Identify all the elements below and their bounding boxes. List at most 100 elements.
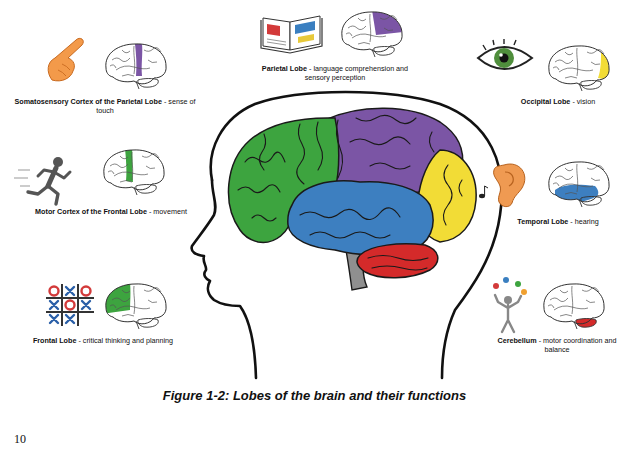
brain-gyri-part — [316, 122, 322, 170]
brain-thumbnail-part — [106, 284, 166, 329]
book-icon-part — [263, 18, 290, 50]
brain-thumbnail-part — [544, 284, 604, 329]
brain-gyri-part — [429, 132, 434, 152]
ear-icon-part — [505, 172, 513, 186]
tic-tac-toe-icon-part — [50, 287, 90, 323]
tic-tac-toe-icon-part — [66, 301, 75, 310]
eye-icon-part — [478, 47, 532, 69]
function-text: - movement — [149, 207, 187, 216]
brain-gyri-part — [310, 232, 390, 238]
function-text: - critical thinking and planning — [78, 336, 173, 345]
eye-icon-part — [483, 39, 516, 50]
hand-icon-part — [48, 38, 83, 81]
function-text: - language comprehension and sensory per… — [305, 64, 409, 82]
brain-gyri-part — [370, 163, 410, 169]
juggler-icon — [493, 277, 527, 332]
figure-caption-box: Figure 1-2: Lobes of the brain and their… — [0, 388, 629, 403]
lobe-name: Temporal Lobe — [517, 217, 568, 226]
lobe-name: Cerebellum — [497, 336, 536, 345]
cerebellum — [357, 244, 438, 278]
brain-gyri-part — [300, 208, 400, 220]
page-number-box: 10 — [14, 432, 26, 447]
brain-thumbnail-part — [549, 46, 609, 91]
runner-icon-part — [38, 170, 70, 178]
brain-thumbnail — [544, 284, 604, 329]
brain-gyri — [238, 115, 462, 270]
figure-caption: Figure 1-2: Lobes of the brain and their… — [163, 388, 466, 403]
icon-caption: Frontal Lobe- critical thinking and plan… — [32, 336, 174, 345]
juggler-icon-part — [493, 283, 499, 289]
icon-caption: Somatosensory Cortex of the Parietal Lob… — [5, 97, 205, 115]
icon-caption: Cerebellum- motor coordination and balan… — [484, 336, 629, 354]
head-silhouette-part — [211, 92, 502, 378]
brain-gyri-part — [259, 134, 265, 170]
juggler-icon-part — [515, 281, 521, 287]
icon-caption: Occipital Lobe- vision — [492, 97, 624, 106]
tic-tac-toe-icon-part — [46, 284, 94, 326]
brain-thumbnail — [549, 162, 609, 207]
brain-gyri-part — [238, 185, 280, 193]
hand-icon — [48, 38, 83, 81]
lobe-name: Somatosensory Cortex of the Parietal Lob… — [15, 97, 162, 106]
brain-gyri-part — [443, 165, 452, 225]
brain-thumbnail — [549, 46, 611, 91]
function-text: - vision — [572, 97, 595, 106]
tic-tac-toe-icon-part — [50, 287, 59, 296]
eye-icon-part — [494, 48, 514, 68]
eye-icon-part — [500, 54, 509, 63]
runner-icon-part — [53, 157, 63, 167]
icon-caption: Motor Cortex of the Frontal Lobe- moveme… — [20, 207, 202, 216]
eye-icon — [478, 39, 532, 69]
brain-gyri-part — [372, 266, 427, 270]
book-icon — [261, 16, 322, 53]
brain-gyri-part — [356, 115, 416, 123]
lobe-name: Frontal Lobe — [33, 336, 77, 345]
runner-icon-part — [14, 170, 30, 186]
brain-thumbnail — [106, 44, 166, 89]
lobe-name: Parietal Lobe — [262, 64, 307, 73]
brain-gyri-part — [459, 180, 462, 196]
brain-thumbnail-part — [104, 150, 164, 195]
lobe-name: Occipital Lobe — [521, 97, 571, 106]
brain-thumbnail-part — [135, 44, 142, 76]
brain-thumbnail-part — [342, 12, 402, 57]
runner-icon — [14, 157, 70, 204]
head-silhouette — [192, 92, 502, 378]
book-icon-part — [295, 21, 315, 34]
brain-thumbnail-part — [106, 44, 166, 89]
brain-thumbnail — [102, 282, 166, 329]
ear-icon-part — [485, 186, 488, 196]
brain-thumbnail — [104, 148, 164, 195]
brain-gyri-part — [350, 137, 410, 145]
book-icon-part — [298, 34, 314, 43]
ear-icon — [479, 164, 525, 207]
runner-icon-part — [28, 186, 58, 204]
brain-thumbnail-part — [549, 162, 609, 207]
icon-caption: Temporal Lobe- hearing — [492, 217, 624, 226]
juggler-icon-part — [503, 277, 509, 283]
function-text: - hearing — [570, 217, 598, 226]
function-text: - motor coordination and balance — [539, 336, 617, 354]
brain-gyri-part — [297, 124, 305, 184]
eye-icon-part — [499, 53, 503, 57]
book-icon-part — [290, 16, 320, 50]
juggler-icon-part — [495, 295, 521, 332]
book-icon-part — [267, 39, 286, 45]
lobe-name: Motor Cortex of the Frontal Lobe — [35, 207, 147, 216]
brain-gyri-part — [252, 215, 276, 221]
juggler-icon-part — [504, 296, 512, 304]
page-number: 10 — [14, 432, 26, 446]
brain — [229, 108, 477, 290]
brain-gyri-part — [336, 120, 342, 178]
tic-tac-toe-icon-part — [82, 287, 91, 296]
juggler-icon-part — [521, 289, 527, 295]
icon-caption: Parietal Lobe- language comprehension an… — [252, 64, 418, 82]
hand-icon-part — [58, 64, 70, 76]
brain-gyri-part — [245, 152, 285, 162]
brain-thumbnail — [342, 10, 404, 57]
brain-gyri-part — [368, 256, 428, 261]
tic-tac-toe-icon — [46, 284, 94, 326]
book-icon-part — [267, 24, 280, 36]
brain-thumbnail-part — [372, 10, 404, 35]
